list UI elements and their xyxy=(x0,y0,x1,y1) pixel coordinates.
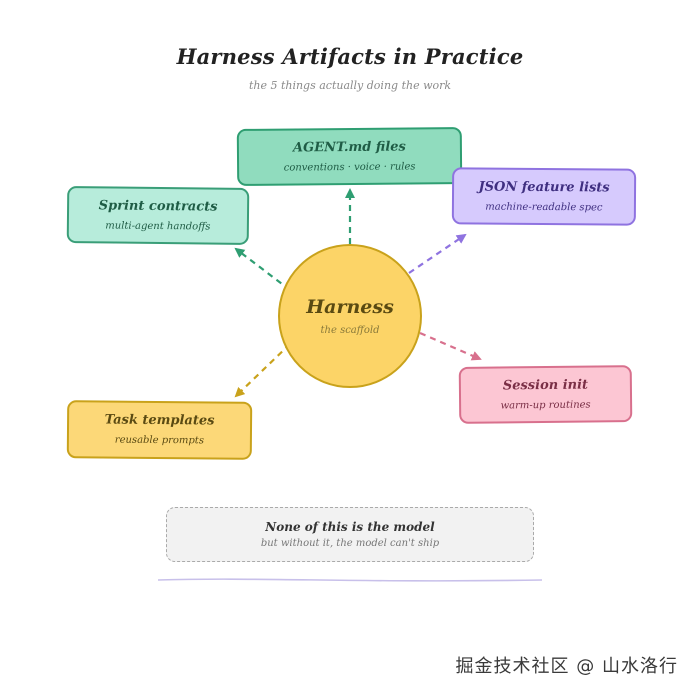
node-agent-md-files: AGENT.md files conventions · voice · rul… xyxy=(236,127,463,186)
node-sublabel: machine-readable spec xyxy=(485,201,603,213)
footnote-box: None of this is the model but without it… xyxy=(166,507,534,562)
connector-sprint-contracts xyxy=(234,247,291,291)
hub-harness: Harness the scaffold xyxy=(278,244,422,388)
node-sublabel: reusable prompts xyxy=(114,434,205,447)
divider-line xyxy=(157,578,543,582)
diagram-title: Harness Artifacts in Practice xyxy=(176,44,524,69)
node-session-init: Session init warm-up routines xyxy=(458,365,633,424)
node-label: Session init xyxy=(502,377,589,393)
node-task-templates: Task templates reusable prompts xyxy=(66,400,253,460)
node-json-feature-lists: JSON feature lists machine-readable spec xyxy=(451,167,637,226)
connector-task-templates xyxy=(234,343,291,398)
node-sprint-contracts: Sprint contracts multi-agent handoffs xyxy=(66,186,250,245)
watermark: 掘金技术社区 @ 山水洛行 xyxy=(455,656,678,677)
hub-label: Harness xyxy=(306,296,394,318)
diagram-subtitle: the 5 things actually doing the work xyxy=(248,79,452,92)
node-label: AGENT.md files xyxy=(292,139,406,155)
node-label: Task templates xyxy=(104,412,215,429)
footnote-label: None of this is the model xyxy=(265,520,435,534)
node-sublabel: warm-up routines xyxy=(500,399,591,411)
node-label: JSON feature lists xyxy=(478,179,610,195)
node-sublabel: multi-agent handoffs xyxy=(105,219,211,233)
footnote-sublabel: but without it, the model can't ship xyxy=(260,538,440,549)
connector-session-init xyxy=(419,331,482,361)
hub-sublabel: the scaffold xyxy=(320,325,380,336)
node-label: Sprint contracts xyxy=(98,197,218,215)
node-sublabel: conventions · voice · rules xyxy=(283,160,416,174)
connector-json-feature-lists xyxy=(408,233,467,274)
